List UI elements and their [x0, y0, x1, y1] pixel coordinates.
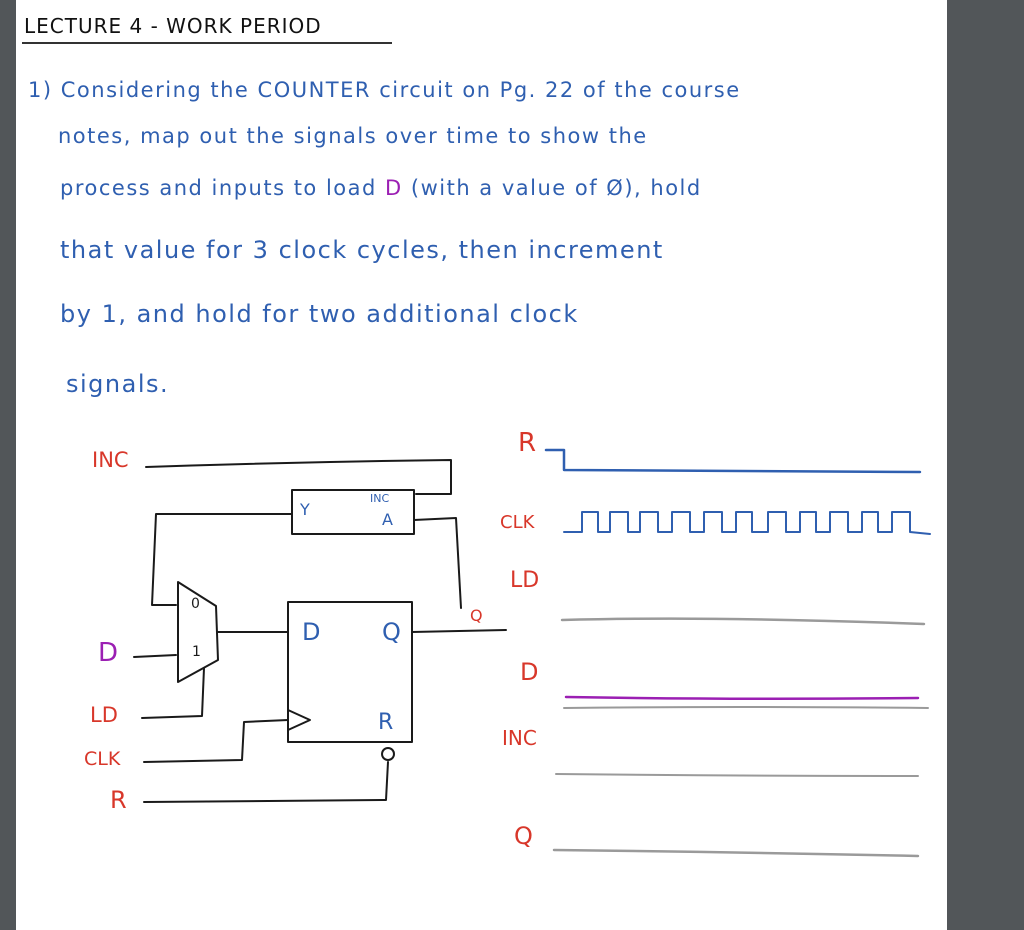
- label-r-input: R: [110, 786, 127, 814]
- waveform-q: [552, 848, 920, 858]
- question-line-1: 1) Considering the COUNTER circuit on Pg…: [28, 78, 741, 102]
- question-text-3b: (with a value of Ø), hold: [410, 176, 702, 200]
- wire-inc: [145, 459, 452, 495]
- wire-q-feedback: [413, 517, 462, 609]
- title-underline: [22, 42, 392, 44]
- question-line-6: signals.: [66, 370, 170, 398]
- question-text-d: D: [385, 176, 403, 200]
- register-clock-triangle: [287, 709, 311, 731]
- label-adder-y: Y: [300, 500, 310, 519]
- label-q-output: Q: [470, 606, 483, 625]
- question-line-2: notes, map out the signals over time to …: [58, 124, 648, 148]
- adder-box: [291, 489, 415, 535]
- timing-label-inc: INC: [502, 726, 537, 750]
- label-d-input: D: [98, 638, 119, 668]
- question-line-5: by 1, and hold for two additional clock: [60, 300, 579, 328]
- waveform-d: [564, 695, 920, 701]
- document-page: LECTURE 4 - WORK PERIOD 1) Considering t…: [16, 0, 947, 930]
- reset-bubble: [381, 747, 395, 761]
- label-clk-input: CLK: [84, 748, 121, 770]
- label-ld-input: LD: [90, 703, 118, 727]
- label-adder-inc: INC: [370, 492, 390, 505]
- timing-label-r: R: [518, 428, 537, 458]
- label-adder-a: A: [382, 510, 393, 529]
- question-line-3: process and inputs to load D (with a val…: [60, 176, 702, 200]
- counter-circuit-diagram: [133, 448, 931, 858]
- timing-label-q: Q: [514, 822, 533, 850]
- question-line-4: that value for 3 clock cycles, then incr…: [60, 236, 664, 264]
- mux-shape: [177, 581, 219, 683]
- page-title: LECTURE 4 - WORK PERIOD: [24, 14, 322, 38]
- timing-label-ld: LD: [510, 568, 540, 593]
- timing-label-d: D: [520, 658, 539, 686]
- waveform-ld: [560, 617, 926, 626]
- question-text-counter: COUNTER: [257, 78, 371, 102]
- wire-ld: [141, 667, 205, 719]
- timing-label-clk: CLK: [500, 512, 535, 533]
- question-text-1c: circuit on Pg. 22 of the course: [379, 78, 741, 102]
- question-text-1a: Considering the: [60, 78, 250, 102]
- label-register-d: D: [302, 618, 321, 646]
- waveform-r: [544, 448, 922, 474]
- label-register-r: R: [378, 710, 394, 735]
- waveform-clk: [563, 511, 931, 535]
- label-mux-1: 1: [192, 644, 201, 660]
- register-box: [287, 601, 413, 743]
- label-inc-input: INC: [92, 448, 129, 472]
- wire-q-output: [411, 629, 507, 633]
- question-number: 1): [28, 78, 53, 102]
- wire-adder-out: [151, 513, 293, 606]
- label-mux-0: 0: [191, 596, 200, 612]
- question-text-3a: process and inputs to load: [60, 176, 377, 200]
- waveform-d-guide: [563, 706, 929, 709]
- label-register-q: Q: [382, 618, 401, 646]
- wire-r: [143, 761, 389, 803]
- wire-d-input: [133, 654, 177, 658]
- wire-clk: [143, 719, 289, 763]
- waveform-inc: [555, 773, 919, 777]
